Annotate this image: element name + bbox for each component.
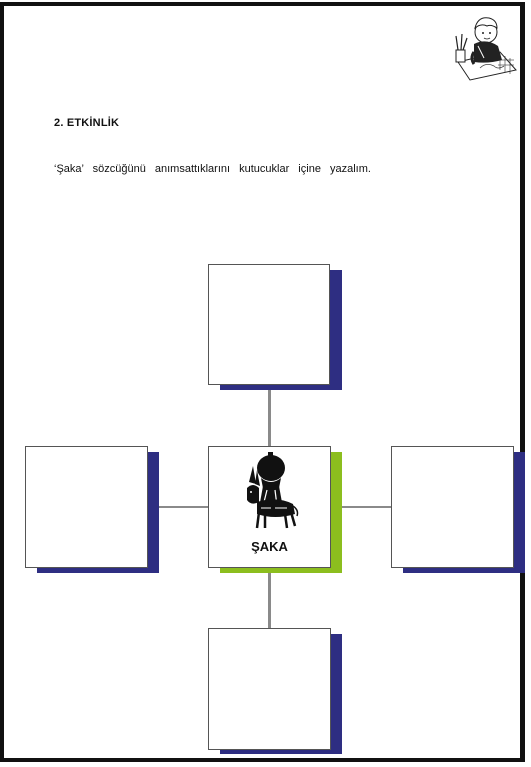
box-right[interactable] bbox=[391, 446, 525, 573]
box-center: ŞAKA bbox=[208, 446, 342, 573]
box-right-input[interactable] bbox=[391, 446, 514, 568]
box-top[interactable] bbox=[208, 264, 342, 390]
connector-top bbox=[268, 386, 271, 446]
box-top-input[interactable] bbox=[208, 264, 330, 385]
connector-bottom bbox=[268, 568, 271, 628]
activity-instruction: ‘Şaka’ sözcüğünü anımsattıklarını kutucu… bbox=[54, 163, 371, 175]
box-left[interactable] bbox=[25, 446, 159, 573]
box-bottom[interactable] bbox=[208, 628, 342, 754]
box-center-panel: ŞAKA bbox=[208, 446, 331, 568]
center-label: ŞAKA bbox=[209, 539, 330, 554]
child-drawing-illustration-icon bbox=[440, 12, 518, 82]
activity-heading: 2. ETKİNLİK bbox=[54, 117, 119, 129]
box-bottom-input[interactable] bbox=[208, 628, 331, 750]
nasreddin-hodja-on-donkey-icon bbox=[241, 452, 301, 532]
box-left-input[interactable] bbox=[25, 446, 148, 568]
